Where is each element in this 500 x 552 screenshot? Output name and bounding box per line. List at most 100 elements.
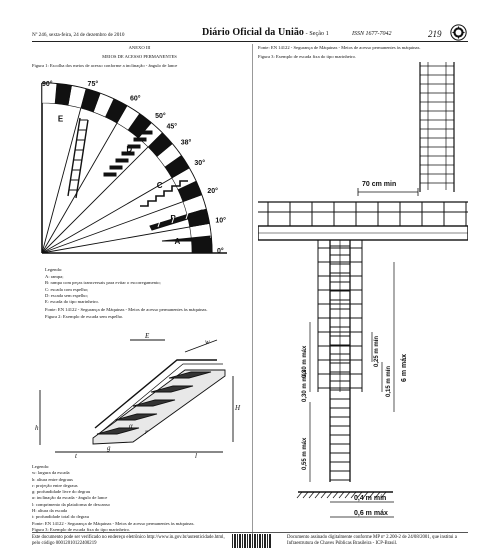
header-rule xyxy=(32,41,468,42)
legend2-item: t: profundidade total do degrau xyxy=(32,514,89,520)
angle-label: 0° xyxy=(217,247,224,255)
fan-ray xyxy=(41,223,210,254)
issue-date: Nº 246, sexta-feira, 24 de dezembro de 2… xyxy=(32,32,125,38)
dim-70cm: 70 cm min xyxy=(362,181,396,188)
legend-item: A: rampa; xyxy=(45,274,64,279)
ground-hatch-line xyxy=(296,491,303,499)
issn: ISSN 1677-7042 xyxy=(352,31,392,37)
legend-item: E: escada do tipo marinheiro. xyxy=(45,299,99,305)
label-w: w xyxy=(205,338,210,346)
figure2-caption: Figura 2: Exemplo de escada sem espelho. xyxy=(45,314,124,319)
footer-signature: Documento assinado digitalmente conforme… xyxy=(287,535,457,547)
legend-item: B: rampa com peças transversais para evi… xyxy=(45,280,161,286)
section-label: - Seção 1 xyxy=(304,31,329,37)
angle-label: 10° xyxy=(215,216,226,224)
label-alpha: α xyxy=(129,422,133,430)
annex-label: ANEXO III xyxy=(128,45,151,50)
footer-signature-line1: Documento assinado digitalmente conforme… xyxy=(287,535,457,540)
dim-04-min: 0,4 m mín xyxy=(354,495,386,502)
ground-hatch-line xyxy=(374,491,381,499)
dim-015-min: 0,15 m mín xyxy=(386,366,392,397)
coat-of-arms-icon xyxy=(450,24,467,41)
angle-label: 75° xyxy=(88,80,99,88)
fan-ray xyxy=(41,105,128,254)
stair-d-step xyxy=(127,144,141,149)
legend2-item: r: projeção entre degraus xyxy=(32,482,78,488)
label-h: h xyxy=(35,424,39,432)
stair-d-step xyxy=(139,130,153,135)
figure1-legend: A: rampa; B: rampa com peças transversai… xyxy=(45,274,161,305)
label-e: E xyxy=(144,332,150,340)
stair-d-step xyxy=(115,158,129,163)
newspaper-title: Diário Oficial da União - Seção 1 xyxy=(202,27,329,38)
legend2-item: h: altura entre degraus xyxy=(32,476,73,482)
right-source: Fonte: EN 14122 - Segurança de Máquinas … xyxy=(258,45,421,50)
label-t: t xyxy=(75,452,78,458)
label-g: g xyxy=(107,444,111,452)
ground-hatch-line xyxy=(308,491,315,499)
stair-tread xyxy=(114,413,158,421)
ground-hatch-line xyxy=(368,491,375,499)
fan-ray xyxy=(41,194,202,254)
barcode xyxy=(232,534,272,548)
legend2-item: H: altura da escada xyxy=(32,508,68,514)
legend2-item: g: profundidade livre do degrau xyxy=(32,489,91,495)
sector-letter-label: E xyxy=(58,114,64,123)
legend2-item: α: inclinação da escada - ângulo de lanc… xyxy=(32,495,108,501)
column-divider xyxy=(252,44,253,534)
footer-signature-line2: Infraestrutura de Chaves Públicas Brasil… xyxy=(287,541,398,546)
label-l: l xyxy=(195,452,197,458)
angle-label: 20° xyxy=(207,187,218,195)
ground-hatch-line xyxy=(332,491,339,499)
fan-ring-segment xyxy=(41,82,58,104)
footer-rule xyxy=(32,532,468,533)
ground-hatch-line xyxy=(302,491,309,499)
dim-030-max-lower: 0,30 m máx xyxy=(302,369,308,402)
label-r: r xyxy=(145,428,148,436)
figure2-stair-diagram: E w H h g r α l t xyxy=(35,332,241,458)
figure1-source: Fonte: EN 14122 - Segurança de Máquinas … xyxy=(45,307,208,312)
angle-label: 60° xyxy=(130,95,141,103)
stair-d-step xyxy=(133,137,147,142)
legend-item: C: escada com espelho; xyxy=(45,286,89,292)
dim-025-min: 0,25 m mín xyxy=(374,336,380,367)
figure3-caption-left: Figura 3: Exemplo de escada fixa do tipo… xyxy=(32,526,131,532)
angle-label: 50° xyxy=(155,112,166,120)
stair-d-step xyxy=(121,151,135,156)
figure3-fixed-ladder-diagram: 70 cm min 0,30 m máx 0,25 m mín 0,15 m m… xyxy=(258,62,468,518)
footer-verification-code: pelo código 00012010122400219 xyxy=(32,541,97,546)
legend-title: Legenda: xyxy=(45,267,63,272)
footer-verification: Este documento pode ser verificado no en… xyxy=(32,535,225,547)
sector-letter-label: C xyxy=(157,181,163,190)
ground-hatch-line xyxy=(326,491,333,499)
angle-label: 30° xyxy=(194,159,205,167)
ground-hatch-line xyxy=(356,491,363,499)
ground-hatch-line xyxy=(338,491,345,499)
legend2-item: w: largura da escada xyxy=(32,470,70,476)
label-H: H xyxy=(234,404,241,412)
dim-055-max: 0,55 m máx xyxy=(302,437,308,470)
annex-title: MEIOS DE ACESSO PERMANENTES xyxy=(102,54,177,59)
stair-d-step xyxy=(109,165,123,170)
legend2-item: l: comprimento da plataforma de descanso xyxy=(32,501,110,507)
figure3-caption: Figura 3: Exemplo de escada fixa do tipo… xyxy=(258,54,357,59)
fan-ray xyxy=(41,88,87,254)
legend-item: D: escada sem espelho; xyxy=(45,292,88,298)
sector-letter-label: A xyxy=(174,237,180,246)
figure2-legend: Legenda: w: largura da escada h: altura … xyxy=(32,464,195,533)
newspaper-name: Diário Oficial da União xyxy=(202,27,305,38)
figure1-caption: Figura 1: Escolha dos meios de acesso co… xyxy=(32,63,178,68)
angle-label: 38° xyxy=(181,139,192,147)
ground-hatch-line xyxy=(380,491,387,499)
stair-tread xyxy=(150,385,194,393)
ground-hatch-line xyxy=(314,491,321,499)
fan-ray xyxy=(41,132,163,254)
angle-label: 90° xyxy=(42,80,53,88)
legend2-title: Legenda: xyxy=(32,464,50,469)
page-header: Nº 246, sexta-feira, 24 de dezembro de 2… xyxy=(0,0,500,44)
stair-d-step xyxy=(103,172,117,177)
fan-ray xyxy=(41,167,190,254)
stair-tread xyxy=(96,427,140,435)
sector-letter-label: D xyxy=(126,145,132,154)
